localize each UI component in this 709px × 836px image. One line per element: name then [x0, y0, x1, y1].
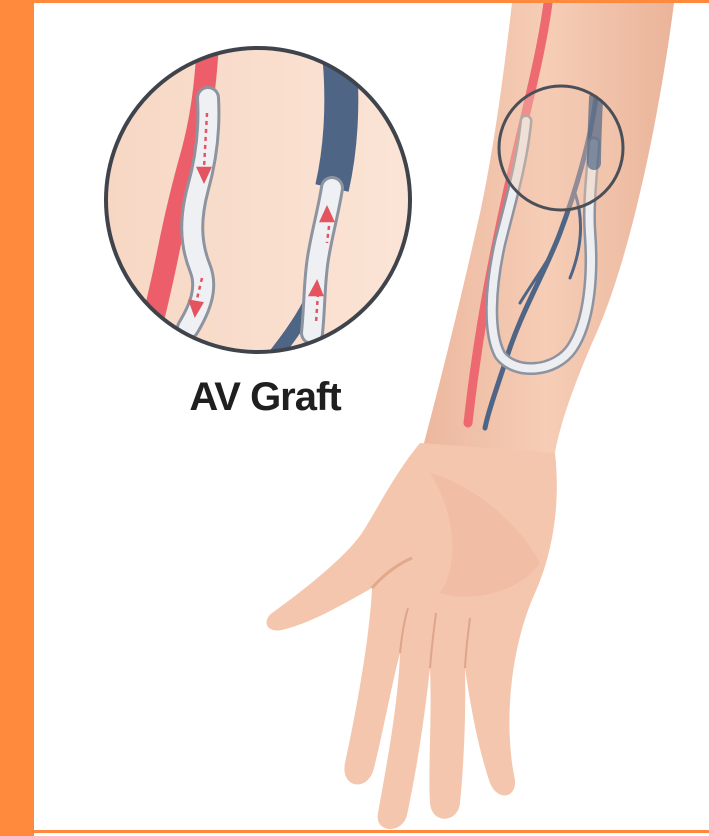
hand: [267, 443, 557, 829]
zoom-vein: [332, 43, 341, 188]
diagram-caption: AV Graft: [150, 375, 380, 420]
magnified-detail: [106, 43, 410, 373]
forearm: [420, 3, 674, 458]
